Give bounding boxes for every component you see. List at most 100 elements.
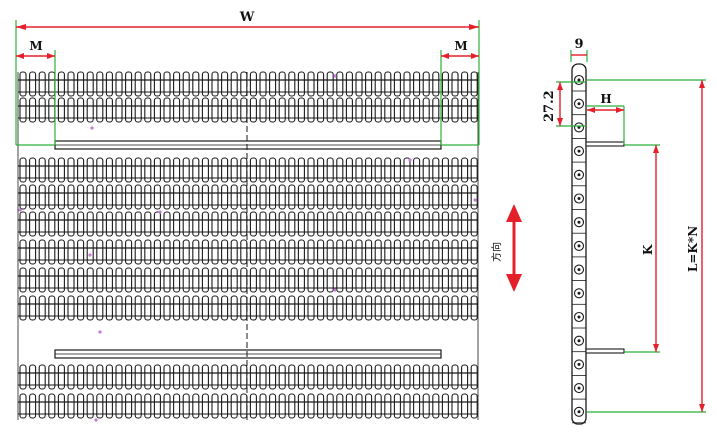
belt-link — [307, 71, 315, 97]
belt-link — [105, 184, 113, 210]
belt-link — [288, 157, 296, 183]
belt-link — [326, 71, 334, 97]
belt-link — [240, 157, 248, 183]
belt-link — [125, 184, 133, 210]
side-pin-center — [577, 78, 581, 82]
belt-link — [115, 239, 123, 265]
belt-link — [153, 267, 161, 293]
thickness-label: 9 — [574, 37, 583, 52]
flight-height-dimension: H — [587, 92, 625, 144]
belt-link — [230, 71, 238, 97]
belt-link — [384, 239, 392, 265]
belt-link — [441, 364, 449, 390]
belt-link — [153, 157, 161, 183]
belt-link — [326, 184, 334, 210]
belt-link — [221, 267, 229, 293]
belt-link — [336, 239, 344, 265]
belt-link — [269, 295, 277, 321]
belt-link — [173, 184, 181, 210]
belt-plan-view — [17, 71, 479, 422]
side-pin-center — [577, 386, 581, 390]
belt-link — [345, 393, 353, 419]
belt-link — [221, 295, 229, 321]
belt-link — [249, 295, 257, 321]
belt-link — [19, 239, 27, 265]
belt-link — [365, 393, 373, 419]
belt-link — [297, 184, 305, 210]
belt-link — [355, 295, 363, 321]
belt-link — [230, 364, 238, 390]
belt-link — [384, 267, 392, 293]
belt-link — [163, 267, 171, 293]
belt-link — [345, 364, 353, 390]
belt-link — [345, 71, 353, 97]
belt-link — [249, 97, 257, 123]
belt-link — [163, 157, 171, 183]
belt-link — [77, 393, 85, 419]
belt-link — [182, 157, 190, 183]
belt-link — [153, 97, 161, 123]
belt-link — [96, 211, 104, 237]
belt-link — [259, 239, 267, 265]
flight-spacing-dimension: K — [624, 144, 660, 353]
belt-link — [297, 97, 305, 123]
belt-link — [201, 97, 209, 123]
belt-link — [355, 364, 363, 390]
belt-link — [336, 211, 344, 237]
belt-link — [163, 184, 171, 210]
belt-link — [125, 239, 133, 265]
belt-link — [374, 239, 382, 265]
belt-link — [38, 364, 46, 390]
belt-link — [134, 184, 142, 210]
belt-link — [29, 71, 37, 97]
side-pin-center — [577, 244, 581, 248]
belt-link — [57, 364, 65, 390]
belt-link — [249, 393, 257, 419]
belt-link — [19, 157, 27, 183]
belt-link — [163, 295, 171, 321]
belt-link — [384, 157, 392, 183]
belt-module-row — [18, 239, 478, 265]
belt-link — [201, 157, 209, 183]
belt-link — [355, 267, 363, 293]
belt-link — [134, 157, 142, 183]
side-pin-center — [577, 173, 581, 177]
belt-link — [182, 364, 190, 390]
belt-link — [221, 393, 229, 419]
belt-link — [192, 71, 200, 97]
belt-link — [345, 295, 353, 321]
belt-link — [259, 157, 267, 183]
belt-link — [211, 71, 219, 97]
belt-link — [413, 157, 421, 183]
belt-link — [355, 393, 363, 419]
belt-link — [441, 295, 449, 321]
length-label: L=K*N — [686, 226, 700, 272]
belt-link — [422, 97, 430, 123]
belt-link — [134, 364, 142, 390]
belt-link — [77, 184, 85, 210]
accent-dot — [98, 330, 102, 334]
belt-link — [115, 393, 123, 419]
belt-link — [336, 393, 344, 419]
belt-link — [173, 211, 181, 237]
belt-link — [288, 211, 296, 237]
belt-link — [38, 393, 46, 419]
belt-link — [374, 393, 382, 419]
belt-link — [432, 295, 440, 321]
belt-link — [441, 157, 449, 183]
belt-link — [317, 364, 325, 390]
belt-link — [67, 211, 75, 237]
side-pin-center — [577, 362, 581, 366]
belt-link — [67, 364, 75, 390]
belt-link — [365, 364, 373, 390]
belt-link — [345, 239, 353, 265]
belt-link — [307, 211, 315, 237]
belt-link — [173, 239, 181, 265]
belt-link — [29, 267, 37, 293]
side-pin — [573, 122, 585, 133]
accent-dot — [88, 253, 92, 257]
belt-link — [57, 211, 65, 237]
belt-link — [470, 211, 478, 237]
belt-link — [317, 97, 325, 123]
belt-link — [393, 184, 401, 210]
